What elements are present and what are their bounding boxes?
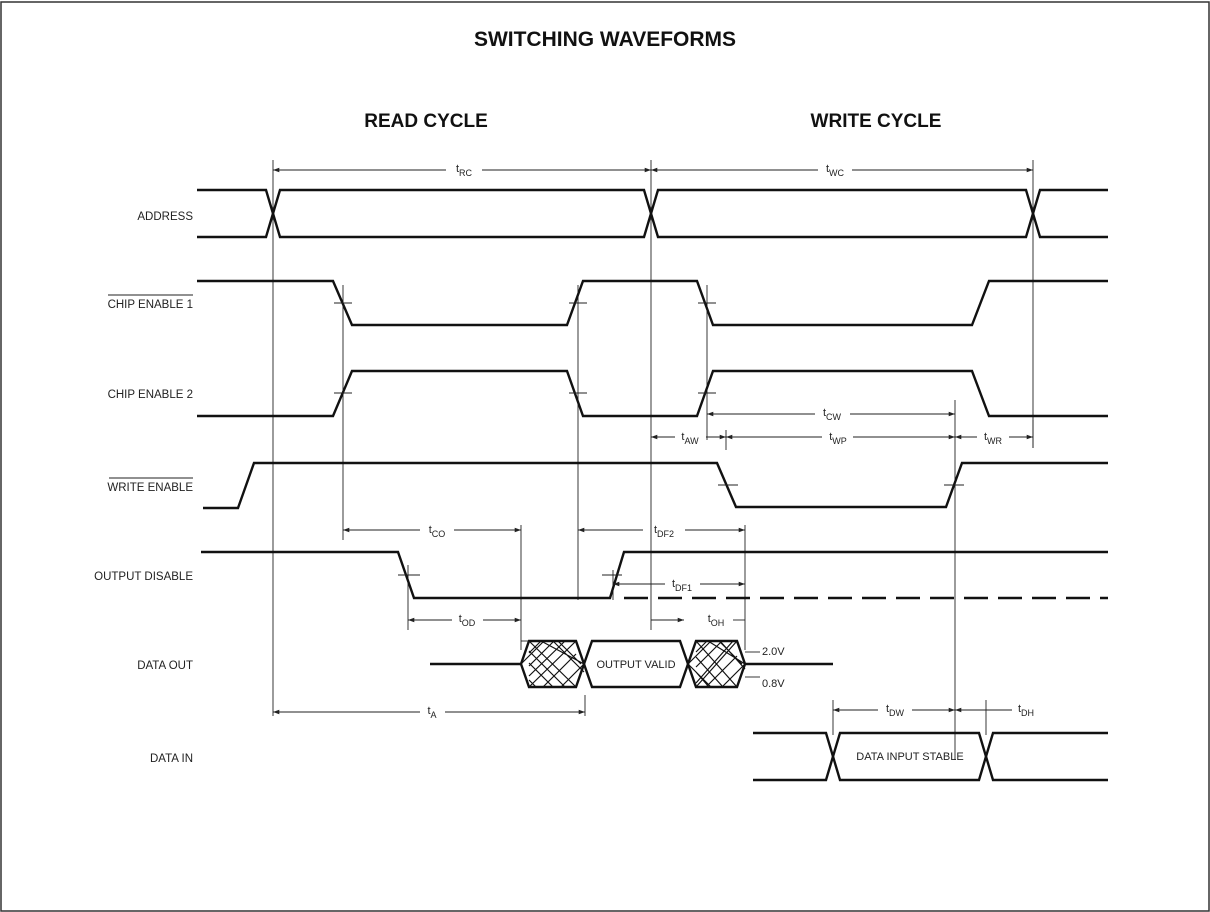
timing-label-tdf2: tDF2	[654, 524, 674, 539]
data-input-stable-box-label: DATA INPUT STABLE	[856, 751, 963, 763]
timing-label-trc: tRC	[456, 163, 473, 178]
chip-enable-1-waveform	[197, 279, 1108, 327]
data-out-waveform	[430, 639, 833, 689]
timing-label-taw: tAW	[681, 431, 699, 446]
diagram-title: SWITCHING WAVEFORMS	[474, 28, 736, 51]
timing-label-twr: tWR	[984, 431, 1003, 446]
timing-label-tdf1: tDF1	[672, 578, 692, 593]
level-high-label: 2.0V	[762, 646, 785, 658]
timing-label-twc: tWC	[826, 163, 845, 178]
label-chip-enable-2: CHIP ENABLE 2	[108, 389, 193, 401]
label-output-disable: OUTPUT DISABLE	[94, 571, 193, 583]
read-cycle-heading: READ CYCLE	[364, 111, 488, 132]
write-cycle-heading: WRITE CYCLE	[811, 111, 942, 132]
timing-label-tdw: tDW	[886, 703, 905, 718]
timing-label-tco: tCO	[429, 524, 446, 539]
data-in-waveform	[753, 731, 1108, 782]
timing-label-tdh: tDH	[1018, 703, 1034, 718]
write-enable-waveform	[203, 461, 1108, 510]
timing-arrows	[273, 167, 1033, 715]
output-valid-box-label: OUTPUT VALID	[596, 659, 675, 671]
label-data-out: DATA OUT	[137, 660, 193, 672]
output-disable-waveform	[201, 550, 1108, 600]
chip-enable-2-waveform	[197, 369, 1108, 418]
label-chip-enable-1: CHIP ENABLE 1	[108, 299, 193, 311]
label-data-in: DATA IN	[150, 753, 193, 765]
label-write-enable: WRITE ENABLE	[107, 482, 193, 494]
timing-label-ta: tA	[427, 705, 436, 720]
level-low-label: 0.8V	[762, 678, 785, 690]
timing-label-twp: tWP	[829, 431, 847, 446]
timing-label-tcw: tCW	[823, 407, 842, 422]
timing-label-tod: tOD	[459, 613, 476, 628]
label-address: ADDRESS	[137, 211, 193, 223]
address-waveform	[197, 188, 1108, 239]
timing-label-toh: tOH	[708, 613, 725, 628]
